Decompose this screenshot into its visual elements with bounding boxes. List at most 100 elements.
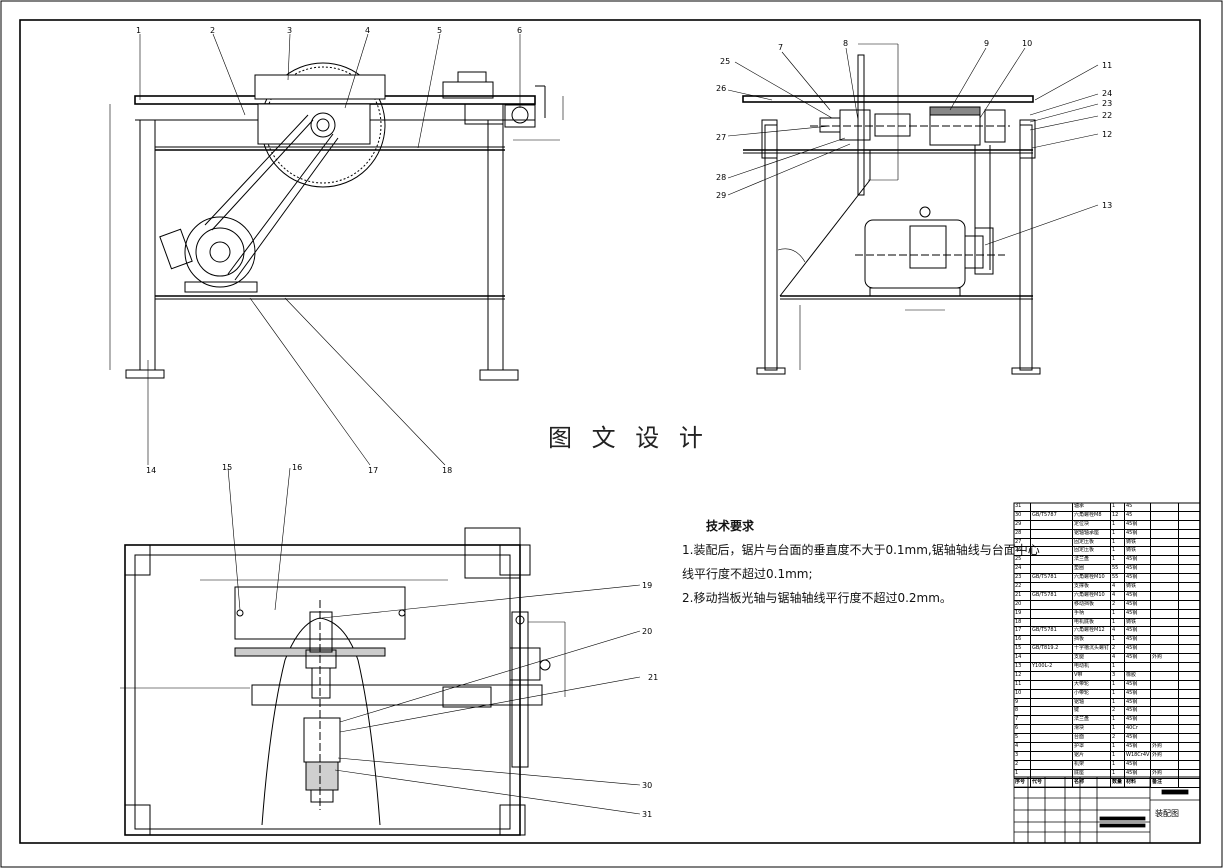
bom-cell: 45钢 — [1125, 609, 1151, 618]
bom-cell: 十字槽沉头螺钉 — [1074, 645, 1111, 654]
bom-cell: 1 — [1111, 743, 1125, 751]
balloon-15: 15 — [222, 463, 232, 472]
balloon-13: 13 — [1102, 201, 1112, 210]
bom-cell: 45钢 — [1125, 680, 1151, 689]
bom-cell: 1 — [1111, 503, 1125, 511]
bom-cell: 固定压板 — [1073, 538, 1111, 547]
front-view-leaders — [139, 33, 521, 466]
bom-cell: 1 — [1111, 698, 1125, 707]
bom-cell: 28 — [1014, 529, 1031, 538]
bom-cell — [1031, 689, 1073, 698]
bom-cell: 2 — [1111, 645, 1125, 654]
bom-cell — [1151, 760, 1179, 769]
bom-cell — [1031, 583, 1073, 591]
drawing-name: 装配图 — [1155, 809, 1179, 818]
bom-cell — [1151, 511, 1179, 520]
bom-cell: 13 — [1014, 663, 1031, 671]
bom-cell: 2 — [1111, 734, 1125, 743]
bom-cell: 锯轴 — [1073, 698, 1111, 707]
bom-cell — [1031, 636, 1073, 645]
balloon-11: 11 — [1102, 61, 1112, 70]
bom-cell — [1151, 698, 1179, 707]
balloon-4: 4 — [365, 26, 370, 35]
balloon-19: 19 — [642, 581, 652, 590]
bom-cell: 30 — [1014, 511, 1031, 520]
bom-cell — [1031, 503, 1073, 511]
bom-cell: 24 — [1014, 565, 1031, 574]
sheet-inner-frame — [19, 19, 1201, 844]
bom-cell — [1151, 627, 1179, 636]
bom-cell — [1031, 600, 1073, 609]
bom-cell: 45钢 — [1125, 769, 1151, 778]
bom-cell: 3 — [1111, 671, 1125, 680]
bom-cell: 14 — [1014, 654, 1031, 663]
bom-cell: 1 — [1111, 716, 1125, 725]
bom-cell — [1151, 547, 1179, 556]
bom-cell: 铸铁 — [1125, 547, 1151, 556]
side-view-balloons: 7 8 9 10 11 24 23 22 12 13 25 26 27 28 2… — [716, 39, 1112, 210]
bom-cell — [1151, 636, 1179, 645]
bom-cell: 支腿 — [1073, 654, 1111, 663]
bom-cell: 1 — [1111, 538, 1125, 547]
bom-cell: 21 — [1014, 591, 1031, 600]
bom-cell — [1031, 547, 1073, 556]
bom-cell: 4 — [1014, 743, 1031, 751]
bom-header-cell: 序号 — [1014, 778, 1031, 787]
bom-cell: 六角螺栓M10 — [1073, 591, 1111, 600]
balloon-6: 6 — [517, 26, 522, 35]
bom-cell: GB/T5787 — [1031, 511, 1073, 520]
bom-cell: 27 — [1014, 538, 1031, 547]
bom-cell: 8 — [1014, 707, 1031, 716]
bom-cell: 1 — [1014, 769, 1031, 778]
bom-cell: 六角螺栓M10 — [1073, 574, 1111, 583]
bom-cell — [1151, 574, 1179, 583]
bom-cell: 1 — [1111, 547, 1125, 556]
balloon-27: 27 — [716, 133, 726, 142]
bom-cell — [1151, 600, 1179, 609]
front-view-balloons: 1 2 3 4 5 6 14 17 18 — [136, 26, 522, 475]
bom-cell — [1031, 680, 1073, 689]
bom-cell: 法兰盘 — [1073, 716, 1111, 725]
bom-cell: GB/T5781 — [1031, 627, 1073, 636]
balloon-8: 8 — [843, 39, 848, 48]
bom-cell: 法兰盘 — [1073, 556, 1111, 565]
bom-cell: 45钢 — [1125, 743, 1151, 751]
watermark-text: 图 文 设 计 — [548, 424, 709, 452]
bom-cell — [1151, 725, 1179, 734]
bom-cell: 锯轴轴承座 — [1073, 529, 1111, 538]
bom-cell — [1151, 503, 1179, 511]
bom-cell: 40Cr — [1125, 725, 1151, 734]
bom-cell: 31 — [1014, 503, 1031, 511]
bom-cell: 橡胶 — [1125, 671, 1151, 680]
bom-cell — [1151, 707, 1179, 716]
bom-cell: 45钢 — [1125, 716, 1151, 725]
bom-cell: 1 — [1111, 529, 1125, 538]
bom-cell: 轴承 — [1073, 503, 1111, 511]
title-block-grid — [1013, 776, 1201, 844]
balloon-29: 29 — [716, 191, 726, 200]
bom-cell: 1 — [1111, 689, 1125, 698]
bom-cell: 4 — [1111, 654, 1125, 663]
bom-cell: 19 — [1014, 609, 1031, 618]
technical-requirement-line: 1.装配后，锯片与台面的垂直度不大于0.1mm,锯轴轴线与台面中心 — [682, 543, 1040, 557]
bom-cell — [1031, 529, 1073, 538]
bom-cell — [1031, 769, 1073, 778]
